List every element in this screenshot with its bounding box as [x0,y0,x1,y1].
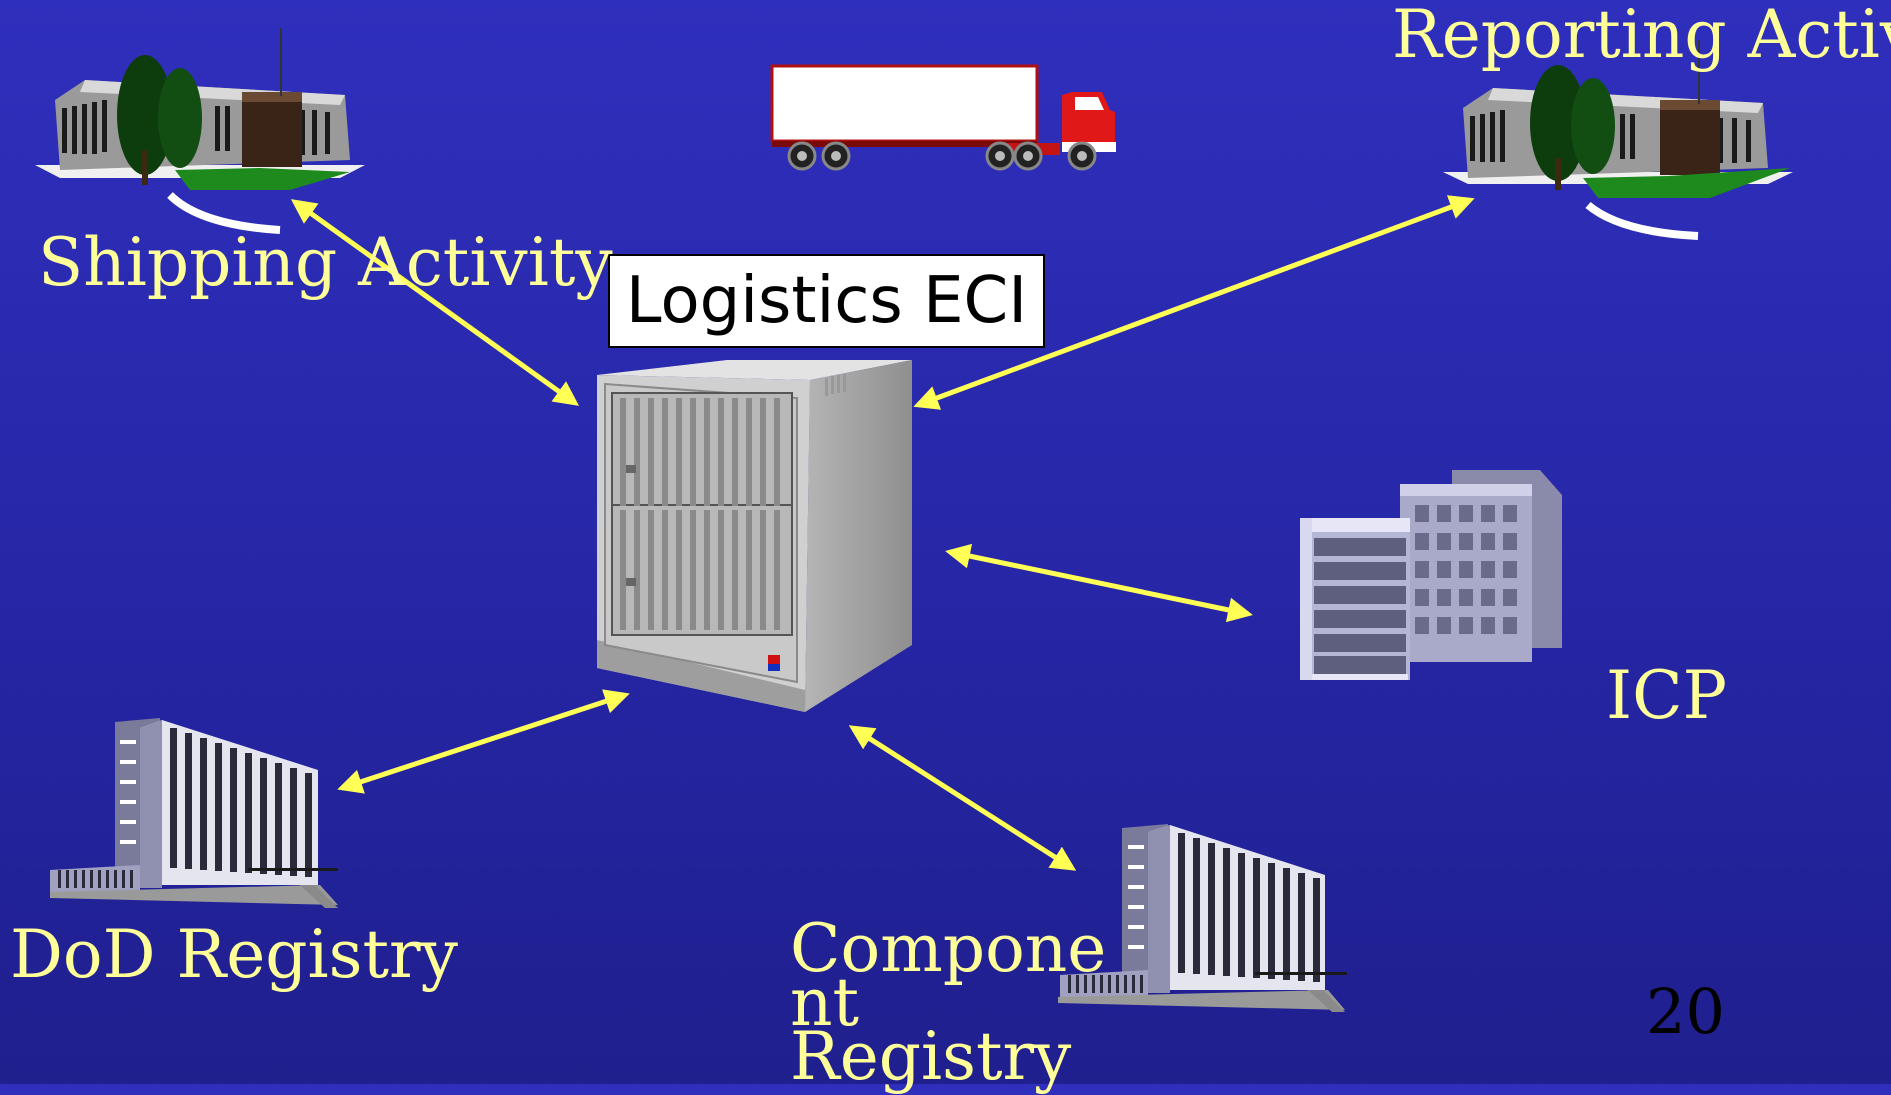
icp-building-icon [1300,470,1562,680]
shipping-building-icon [35,28,365,234]
page-number: 20 [1646,975,1725,1048]
dod-registry-label: DoD Registry [10,916,458,993]
arrow-reporting-eci [913,195,1475,410]
component-registry-line-1: Compone [790,910,1107,987]
logistics-eci-label: Logistics ECI [608,254,1045,348]
arrow-component-eci [848,725,1077,871]
arrow-dod-eci [337,689,630,794]
server-cabinet-icon [597,360,912,712]
component-registry-building-icon [1058,824,1347,1012]
dod-registry-building-icon [50,718,338,908]
arrow-shipping-eci [290,199,580,406]
reporting-activity-label: Reporting Activ [1392,0,1891,73]
reporting-building-icon [1443,40,1793,240]
component-registry-line-2: nt [790,964,860,1042]
arrow-icp-eci [945,543,1253,623]
component-registry-label: Compone nt Registry [790,910,1110,1095]
component-registry-line-3: Registry [790,1018,1072,1095]
shipping-activity-label: Shipping Activity [38,224,613,301]
semi-truck-icon [770,64,1116,171]
icp-label: ICP [1606,657,1727,734]
